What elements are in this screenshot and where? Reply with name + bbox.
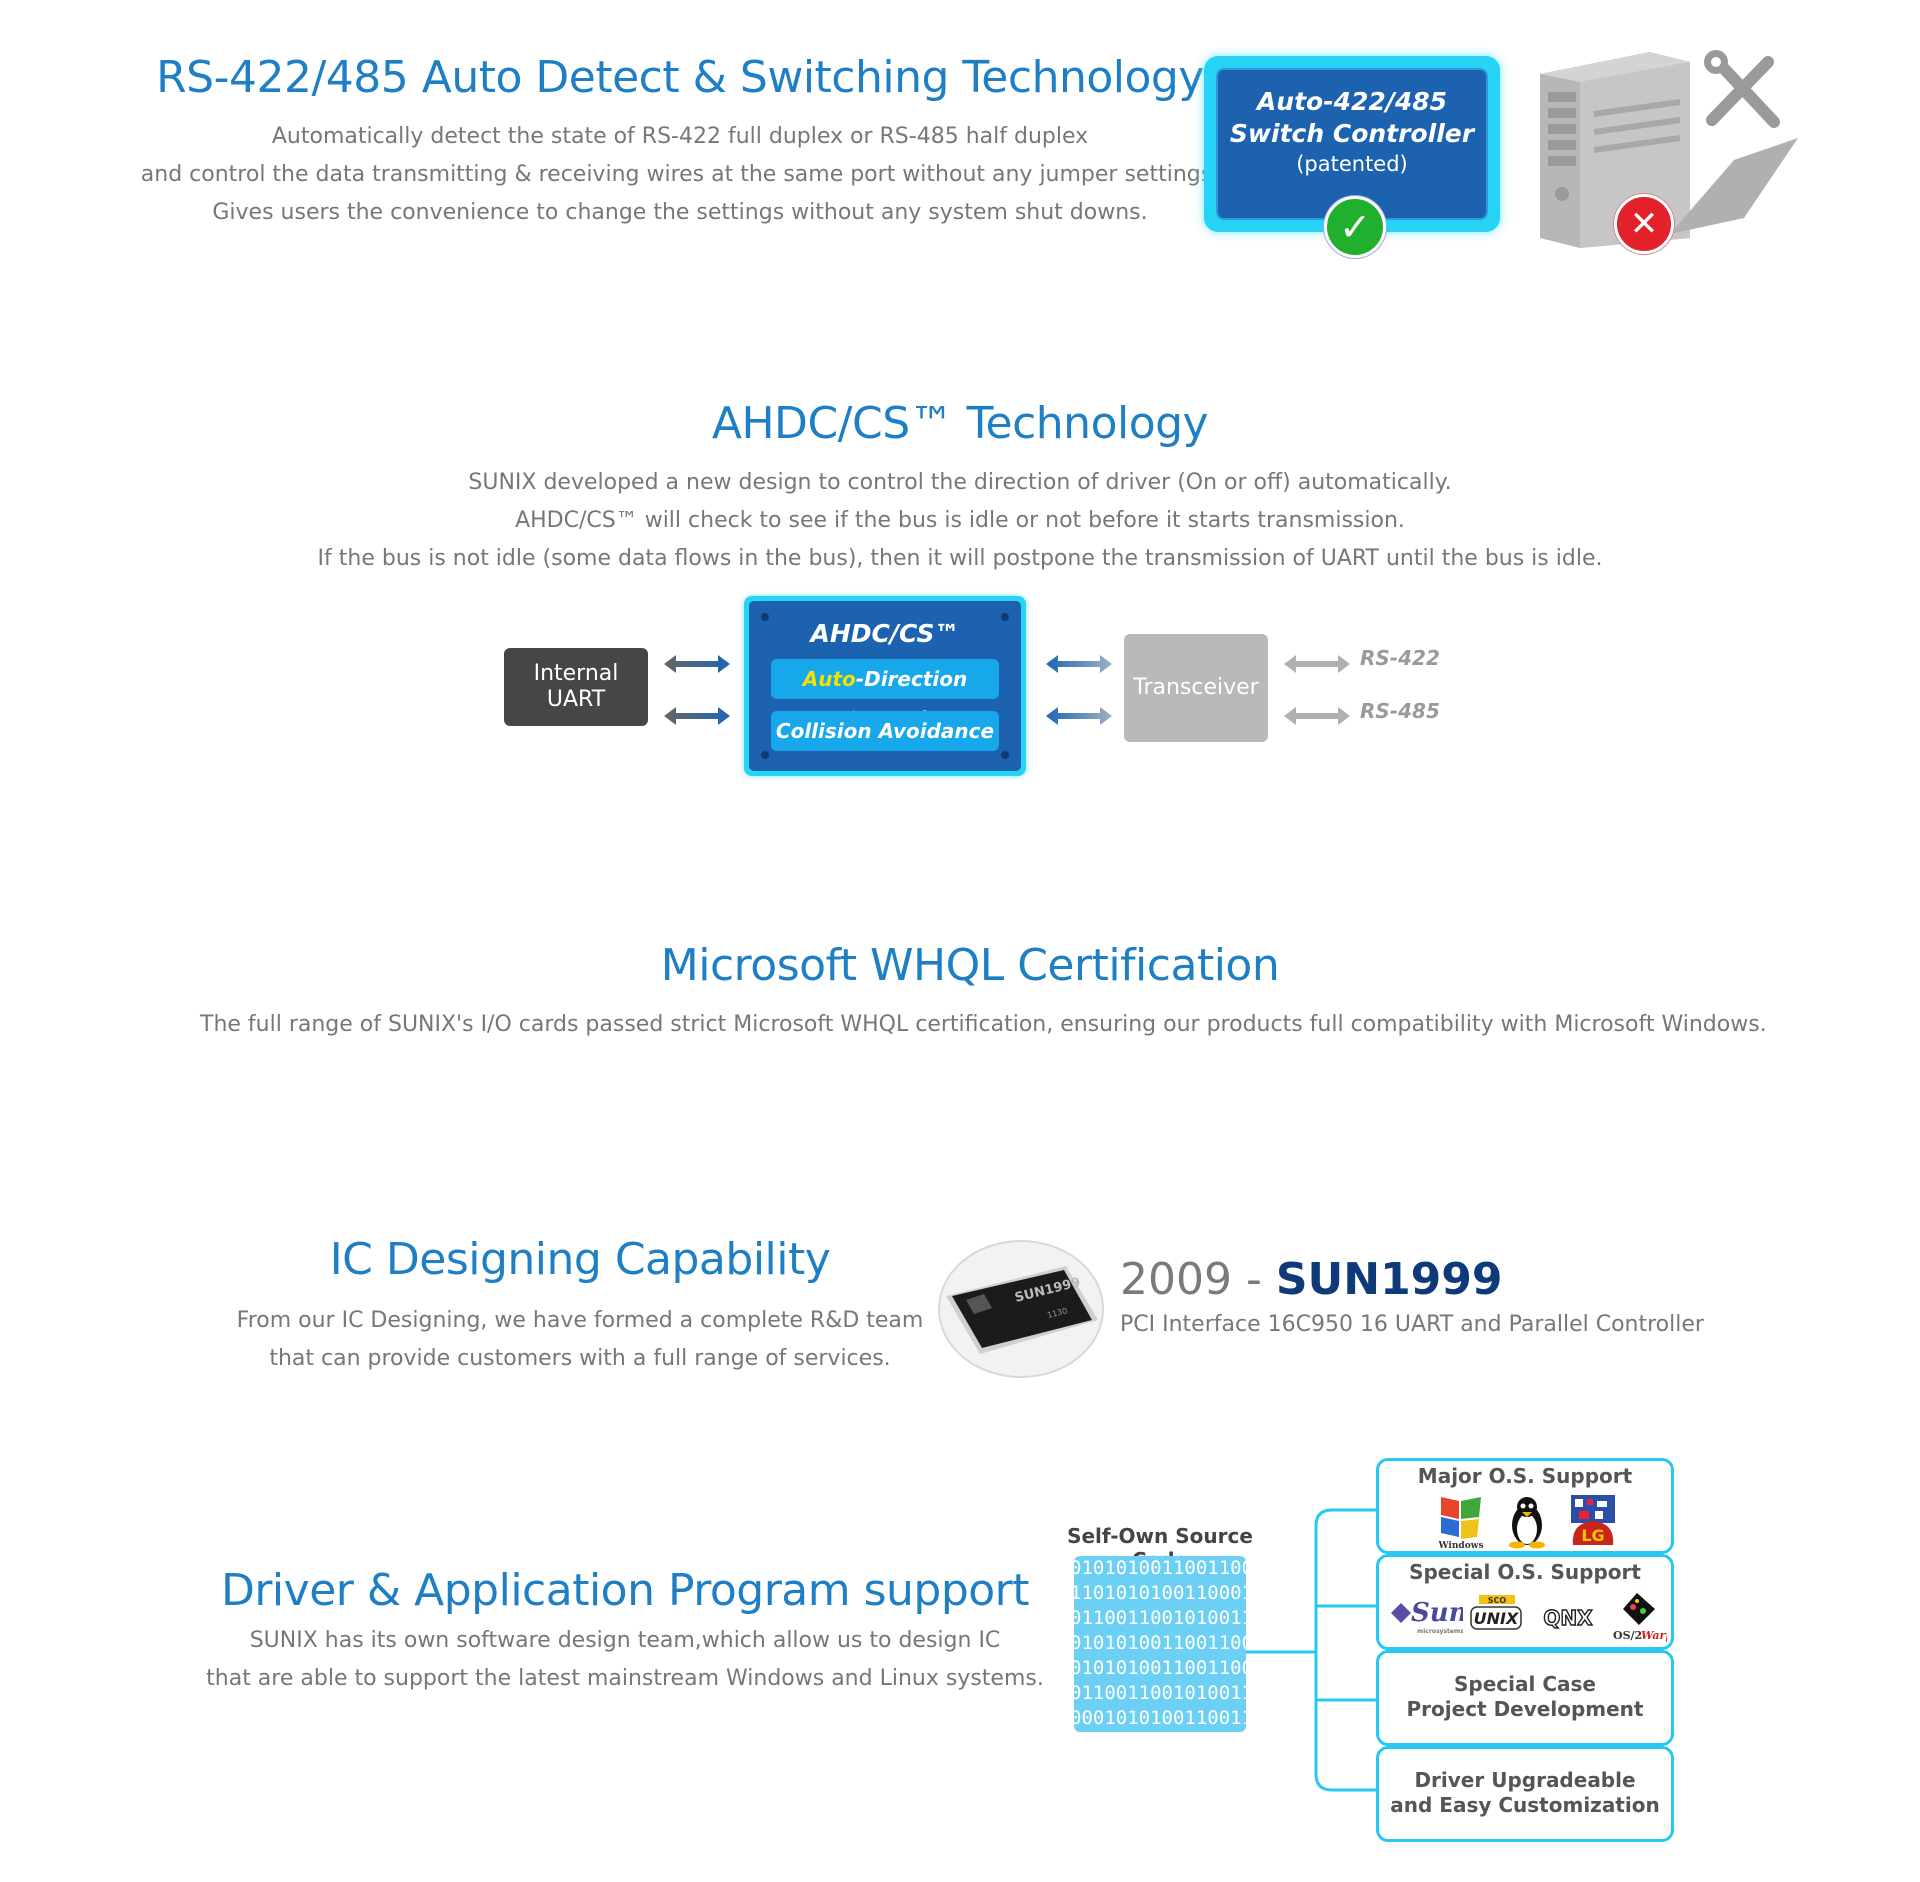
- chip-year-line: 2009 - SUN1999: [1120, 1254, 1503, 1305]
- rs-section-description: Automatically detect the state of RS-422…: [140, 118, 1220, 232]
- bus-arrows: [1284, 655, 1350, 725]
- auto-direction-control-pill: Auto-Direction Control: [771, 659, 999, 731]
- special-os-title: Special O.S. Support: [1409, 1560, 1641, 1584]
- redhat-logo-icon: LG: [1571, 1495, 1615, 1545]
- ahdc-desc-line: AHDC/CS™ will check to see if the bus is…: [515, 508, 1405, 533]
- rs-desc-line: and control the data transmitting & rece…: [140, 162, 1220, 187]
- major-os-support-card: Major O.S. Support Windows LG: [1376, 1458, 1674, 1554]
- svg-text:LG: LG: [1581, 1526, 1604, 1545]
- chip-model: SUN1999: [1275, 1254, 1503, 1305]
- double-arrow-icon: [664, 707, 730, 725]
- ic-section-title: IC Designing Capability: [329, 1234, 831, 1285]
- ahdc-desc-line: If the bus is not idle (some data flows …: [317, 546, 1603, 571]
- os2-logo-text: OS/2: [1613, 1629, 1642, 1642]
- rivet-dot: [761, 751, 769, 759]
- whql-desc-line: The full range of SUNIX's I/O cards pass…: [200, 1012, 1767, 1037]
- double-arrow-icon: [1284, 707, 1350, 725]
- major-os-title: Major O.S. Support: [1417, 1464, 1633, 1488]
- driver-upgrade-line1: Driver Upgradeable: [1414, 1768, 1636, 1792]
- sun-logo-sub: microsystems: [1417, 1628, 1463, 1635]
- wrench-screwdriver-icon: [1704, 50, 1780, 128]
- double-arrow-icon: [1046, 655, 1112, 673]
- rs-desc-line: Automatically detect the state of RS-422…: [271, 124, 1089, 149]
- ahdc-cs-panel: AHDC/CS™ Auto-Direction Control Collisio…: [749, 601, 1021, 771]
- binary-line: 0101010011001100: [1074, 1632, 1246, 1654]
- rivet-dot: [1001, 613, 1009, 621]
- double-arrow-icon: [664, 655, 730, 673]
- double-arrow-icon: [1046, 707, 1112, 725]
- driver-desc-line: that are able to support the latest main…: [206, 1666, 1044, 1691]
- ic-desc-line: that can provide customers with a full r…: [269, 1346, 891, 1371]
- double-arrow-icon: [1284, 655, 1350, 673]
- rs-desc-line: Gives users the convenience to change th…: [212, 200, 1148, 225]
- driver-upgradeable-card: Driver Upgradeable and Easy Customizatio…: [1376, 1746, 1674, 1842]
- internal-uart-block: Internal UART: [504, 648, 648, 726]
- chip-description: PCI Interface 16C950 16 UART and Paralle…: [1120, 1312, 1704, 1337]
- ahdc-section-title: AHDC/CS™ Technology: [711, 398, 1209, 449]
- driver-desc-line: SUNIX has its own software design team,w…: [249, 1628, 1001, 1653]
- major-os-logos: Windows LG: [1379, 1493, 1671, 1549]
- whql-section-description: The full range of SUNIX's I/O cards pass…: [200, 1006, 1767, 1044]
- ahdc-block-title: AHDC/CS™: [810, 619, 960, 648]
- sco-unix-logo-icon: SCO UNIX: [1470, 1595, 1522, 1630]
- switch-controller-panel: Auto-422/485 Switch Controller (patented…: [1216, 68, 1488, 220]
- binary-line: 0001010100110011: [1074, 1707, 1246, 1729]
- check-icon: ✓: [1324, 196, 1386, 258]
- chip-year: 2009 -: [1120, 1254, 1276, 1305]
- uart-line1: Internal: [533, 661, 619, 686]
- windows-logo-icon: Windows: [1437, 1497, 1484, 1549]
- rs422-label: RS-422: [1360, 646, 1440, 670]
- binary-line: 0101010011001100: [1074, 1557, 1246, 1579]
- special-case-line2: Project Development: [1406, 1697, 1644, 1721]
- binary-line: 0110011001010011: [1074, 1607, 1246, 1629]
- sun-logo-text: Sun: [1411, 1598, 1463, 1628]
- ahdc-section-description: SUNIX developed a new design to control …: [300, 464, 1620, 578]
- transceiver-block: Transceiver: [1124, 634, 1268, 742]
- uart-line2: UART: [546, 687, 606, 712]
- special-os-logos: Sun microsystems SCO UNIX QNX OS/2 Warp: [1379, 1589, 1671, 1645]
- transceiver-link-arrows: [1046, 655, 1112, 725]
- switch-controller-line1: Auto-422/485: [1256, 87, 1448, 116]
- ic-section-description: From our IC Designing, we have formed a …: [220, 1302, 940, 1378]
- collision-avoidance-pill: Collision Avoidance: [771, 711, 999, 751]
- cross-icon: ✕: [1614, 194, 1674, 254]
- linux-tux-icon: [1509, 1497, 1545, 1549]
- uart-link-arrows: [664, 655, 730, 725]
- rs-section-title: RS-422/485 Auto Detect & Switching Techn…: [156, 52, 1204, 103]
- sco-logo-text: SCO: [1488, 1596, 1507, 1605]
- auto-highlight: Auto: [802, 667, 856, 691]
- driver-section-title: Driver & Application Program support: [220, 1565, 1030, 1616]
- binary-line: 0101010011001100: [1074, 1657, 1246, 1679]
- rivet-dot: [761, 613, 769, 621]
- ic-desc-line: From our IC Designing, we have formed a …: [236, 1308, 924, 1333]
- binary-line: 1101010100110001: [1074, 1582, 1246, 1604]
- driver-upgrade-line2: and Easy Customization: [1390, 1793, 1660, 1817]
- driver-section-description: SUNIX has its own software design team,w…: [200, 1622, 1050, 1698]
- connector-line: [1314, 1508, 1376, 1792]
- open-card-slot-icon: [1670, 138, 1798, 234]
- os2-logo-sub: Warp: [1641, 1629, 1667, 1642]
- rivet-dot: [1001, 751, 1009, 759]
- binary-line: 0110011001010011: [1074, 1682, 1246, 1704]
- qnx-logo-icon: QNX: [1543, 1605, 1594, 1630]
- switch-controller-patented: (patented): [1296, 152, 1408, 176]
- os2-warp-logo-icon: OS/2 Warp: [1613, 1593, 1667, 1642]
- sun-microsystems-logo-icon: Sun microsystems: [1391, 1598, 1463, 1635]
- special-os-support-card: Special O.S. Support Sun microsystems SC…: [1376, 1554, 1674, 1650]
- special-case-project-card: Special Case Project Development: [1376, 1650, 1674, 1746]
- whql-section-title: Microsoft WHQL Certification: [660, 940, 1280, 991]
- unix-logo-text: UNIX: [1474, 1609, 1519, 1628]
- switch-controller-box: Auto-422/485 Switch Controller (patented…: [1204, 56, 1500, 232]
- qnx-logo-text: QNX: [1543, 1606, 1593, 1630]
- connector-tree: [1246, 1508, 1376, 1792]
- ahdc-desc-line: SUNIX developed a new design to control …: [468, 470, 1452, 495]
- sun1999-chip-illustration: SUN1999 1130: [938, 1240, 1104, 1378]
- switch-controller-line2: Switch Controller: [1229, 119, 1475, 148]
- special-case-line1: Special Case: [1454, 1672, 1596, 1696]
- binary-code-block: 0101010011001100 1101010100110001 011001…: [1074, 1556, 1246, 1732]
- windows-caption: Windows: [1437, 1541, 1483, 1549]
- ahdc-cs-block: AHDC/CS™ Auto-Direction Control Collisio…: [744, 596, 1026, 776]
- rs485-label: RS-485: [1360, 699, 1440, 723]
